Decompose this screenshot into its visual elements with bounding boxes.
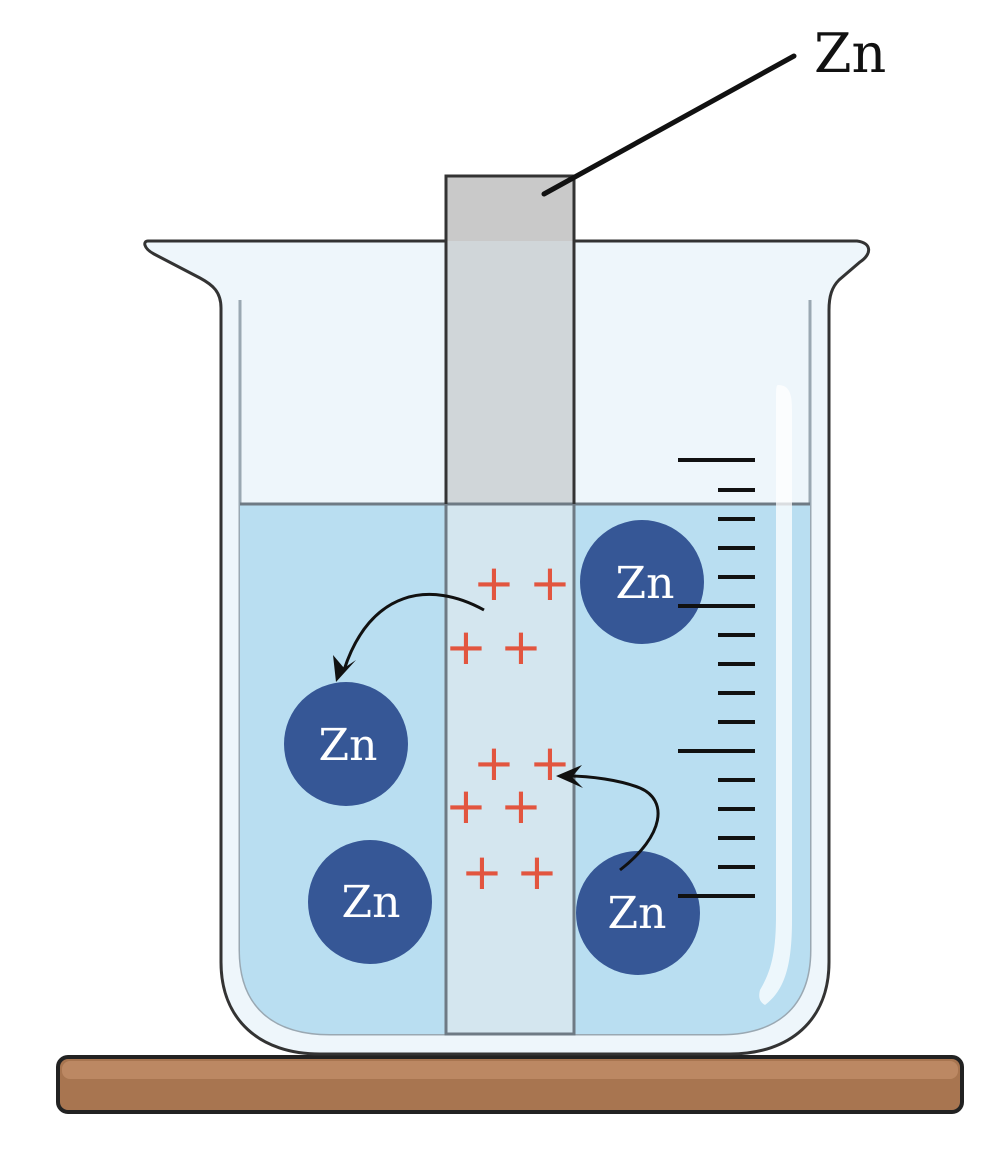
arrow-electrode-to-ion (333, 592, 485, 682)
zinc-electrode (444, 174, 576, 1036)
electrode-label: Zn (814, 22, 886, 85)
arrow-ion-to-electrode (556, 765, 660, 872)
plus-charge: + (473, 554, 515, 612)
zn-ion-label: Zn (319, 720, 378, 771)
zn-ion-label: Zn (342, 877, 401, 928)
plus-charge: + (529, 734, 571, 792)
electrode-leader-line (541, 53, 797, 197)
zn-ion-label: Zn (616, 558, 675, 609)
zn-ion-right-lower: Zn (576, 851, 700, 975)
zn-ion-left-lower: Zn (308, 840, 432, 964)
plus-charge: + (461, 843, 503, 901)
stand-bar (56, 1055, 964, 1114)
plus-charge: + (445, 777, 487, 835)
zn-ion-label: Zn (608, 888, 667, 939)
zn-ion-right-upper: Zn (580, 520, 704, 644)
plus-charge: + (500, 618, 542, 676)
plus-charge: + (529, 554, 571, 612)
plus-charge: + (516, 843, 558, 901)
plus-charge: + (473, 734, 515, 792)
plus-charge: + (445, 618, 487, 676)
positive-charges: + + + + + + + + + + (445, 554, 571, 901)
graduation-overlay-upper (678, 546, 755, 608)
zn-ion-left-middle: Zn (284, 682, 408, 806)
glass-highlight (759, 385, 792, 1005)
plus-charge: + (500, 777, 542, 835)
